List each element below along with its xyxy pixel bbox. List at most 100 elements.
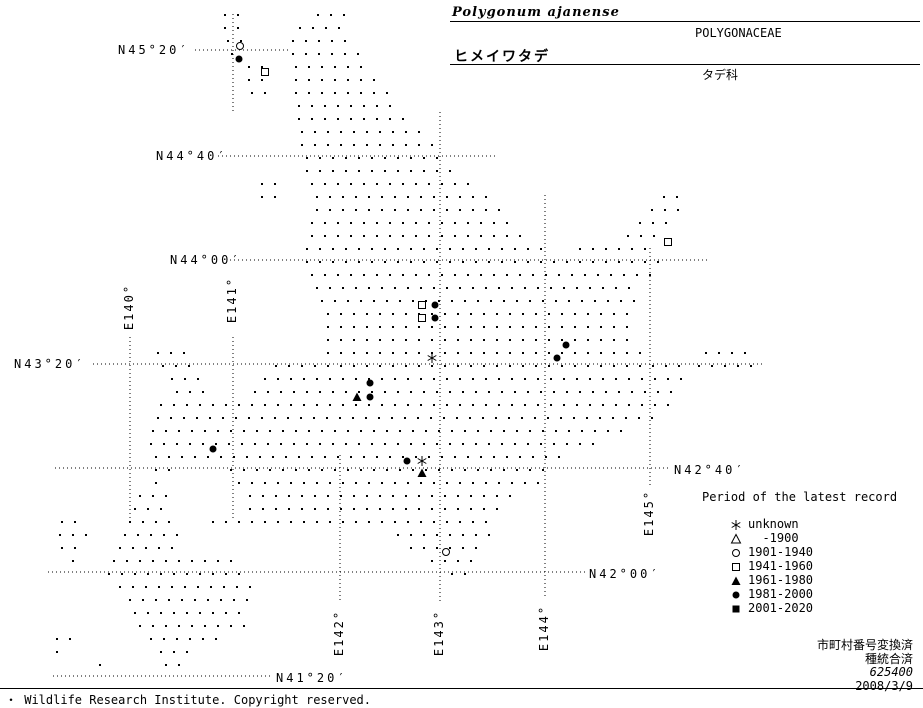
footer-note-1: 市町村番号変換済 xyxy=(816,638,913,652)
mesh-dot xyxy=(613,352,615,354)
mesh-dot xyxy=(665,365,667,367)
mesh-dot xyxy=(602,287,604,289)
mesh-dot xyxy=(628,404,630,406)
mesh-dot xyxy=(113,560,115,562)
mesh-dot xyxy=(626,352,628,354)
mesh-dot xyxy=(397,443,399,445)
mesh-dot xyxy=(197,378,199,380)
mesh-dot xyxy=(355,196,357,198)
legend-item-label: 2001-2020 xyxy=(748,601,814,615)
mesh-dot xyxy=(321,92,323,94)
mesh-dot xyxy=(264,521,266,523)
mesh-dot xyxy=(475,248,477,250)
mesh-dot xyxy=(188,365,190,367)
mesh-dot xyxy=(371,248,373,250)
mesh-dot xyxy=(415,222,417,224)
mesh-dot xyxy=(436,443,438,445)
mesh-dot xyxy=(237,14,239,16)
mesh-dot xyxy=(353,339,355,341)
mesh-dot xyxy=(366,131,368,133)
mesh-dot xyxy=(446,378,448,380)
mesh-dot xyxy=(366,326,368,328)
mesh-dot xyxy=(329,196,331,198)
mesh-dot xyxy=(363,222,365,224)
mesh-dot xyxy=(640,235,642,237)
mesh-dot xyxy=(147,612,149,614)
mesh-dot xyxy=(124,534,126,536)
mesh-dot xyxy=(353,313,355,315)
mesh-dot xyxy=(318,53,320,55)
mesh-dot xyxy=(392,313,394,315)
mesh-dot xyxy=(358,391,360,393)
mesh-dot xyxy=(653,235,655,237)
mesh-dot xyxy=(353,495,355,497)
mesh-dot xyxy=(548,352,550,354)
mesh-dot xyxy=(340,508,342,510)
mesh-dot xyxy=(516,469,518,471)
mesh-dot xyxy=(581,300,583,302)
mesh-dot xyxy=(566,261,568,263)
mesh-dot xyxy=(376,456,378,458)
mesh-dot xyxy=(249,495,251,497)
mesh-dot xyxy=(373,92,375,94)
record-marker-circle-open xyxy=(442,548,450,556)
mesh-dot xyxy=(548,339,550,341)
legend-item: 1981-2000 xyxy=(728,587,813,601)
mesh-dot xyxy=(163,443,165,445)
mesh-dot xyxy=(399,469,401,471)
mesh-dot xyxy=(256,430,258,432)
mesh-dot xyxy=(321,66,323,68)
record-marker-circle-filled xyxy=(431,301,439,309)
mesh-dot xyxy=(225,612,227,614)
mesh-dot xyxy=(391,417,393,419)
mesh-dot xyxy=(433,209,435,211)
mesh-dot xyxy=(394,521,396,523)
legend-item: 1961-1980 xyxy=(728,573,813,587)
mesh-dot xyxy=(472,521,474,523)
mesh-dot xyxy=(613,326,615,328)
mesh-dot xyxy=(134,612,136,614)
mesh-dot xyxy=(243,469,245,471)
mesh-dot xyxy=(366,144,368,146)
mesh-dot xyxy=(418,495,420,497)
circle-filled-icon xyxy=(728,587,744,601)
mesh-dot xyxy=(394,482,396,484)
mesh-dot xyxy=(454,183,456,185)
mesh-dot xyxy=(519,456,521,458)
mesh-dot xyxy=(295,66,297,68)
mesh-dot xyxy=(165,664,167,666)
mesh-dot xyxy=(431,560,433,562)
mesh-dot xyxy=(724,365,726,367)
mesh-dot xyxy=(147,508,149,510)
mesh-dot xyxy=(397,391,399,393)
mesh-dot xyxy=(119,586,121,588)
mesh-dot xyxy=(571,274,573,276)
mesh-dot xyxy=(405,313,407,315)
record-markers xyxy=(209,42,672,556)
mesh-dot xyxy=(431,365,433,367)
mesh-dot xyxy=(246,456,248,458)
mesh-dot xyxy=(537,378,539,380)
mesh-dot xyxy=(389,118,391,120)
mesh-dot xyxy=(573,417,575,419)
mesh-dot xyxy=(329,378,331,380)
mesh-dot xyxy=(249,586,251,588)
mesh-dot xyxy=(529,430,531,432)
mesh-dot xyxy=(496,495,498,497)
mesh-dot xyxy=(209,417,211,419)
mesh-dot xyxy=(418,339,420,341)
mesh-dot xyxy=(368,287,370,289)
species-code: 625400 xyxy=(869,665,913,679)
mesh-dot xyxy=(165,495,167,497)
mesh-dot xyxy=(329,521,331,523)
mesh-dot xyxy=(449,391,451,393)
mesh-dot xyxy=(215,638,217,640)
mesh-dot xyxy=(292,40,294,42)
mesh-dot xyxy=(529,469,531,471)
mesh-dot xyxy=(444,560,446,562)
mesh-dot xyxy=(627,235,629,237)
legend-item-label: -1900 xyxy=(748,531,799,545)
mesh-dot xyxy=(446,209,448,211)
mesh-dot xyxy=(631,261,633,263)
mesh-dot xyxy=(303,521,305,523)
